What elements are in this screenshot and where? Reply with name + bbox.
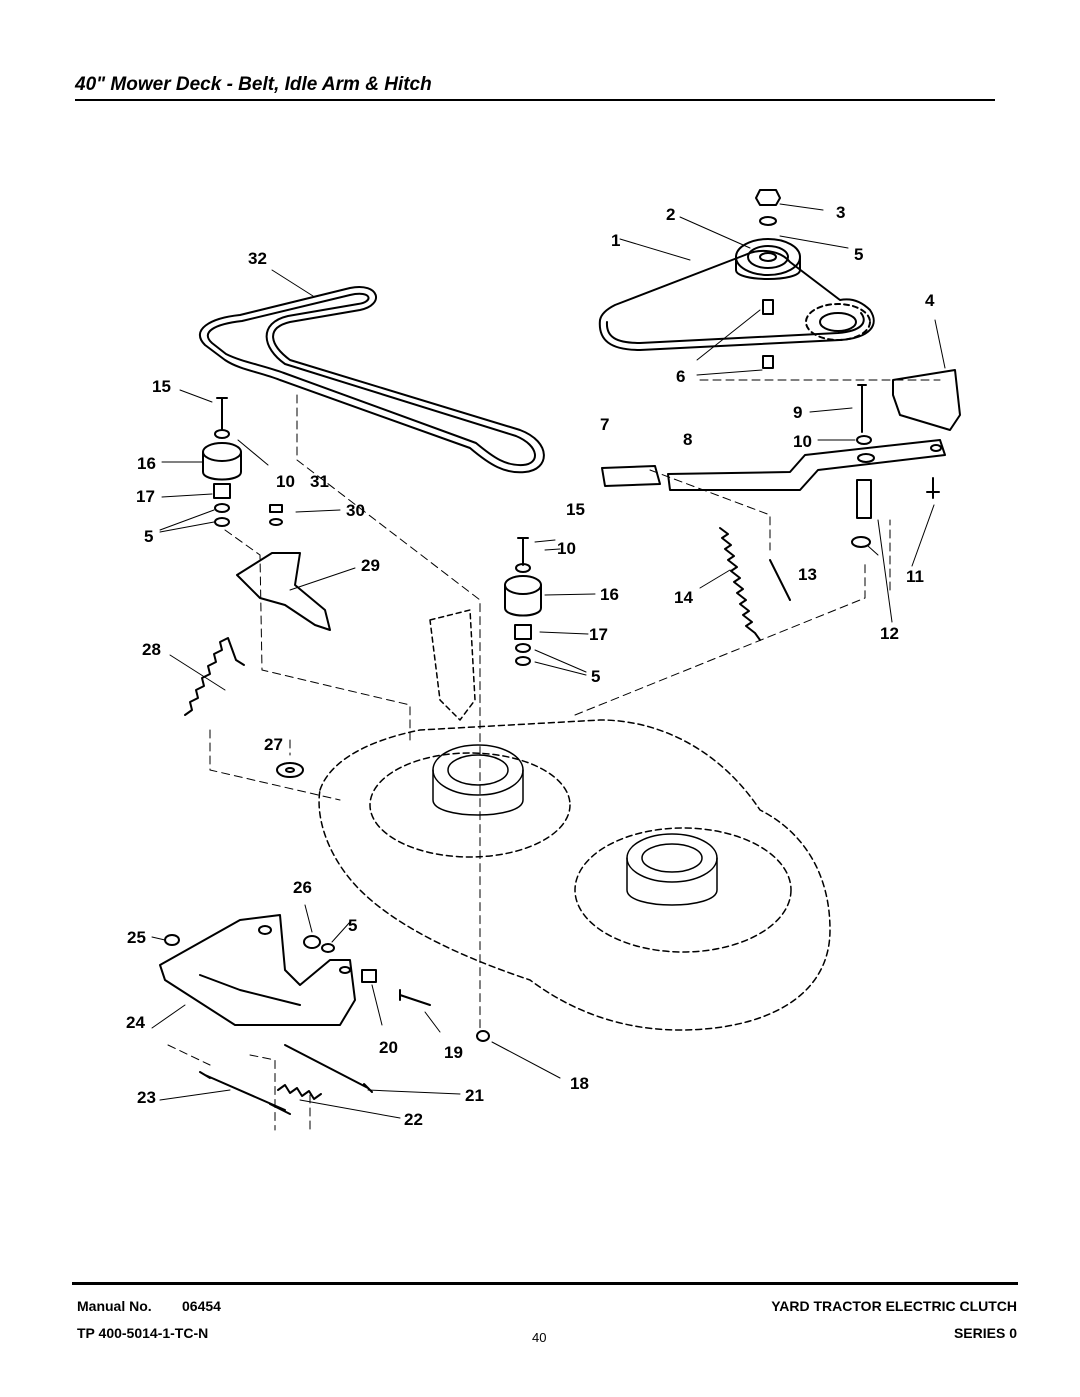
callout-27: 27: [264, 735, 283, 754]
washers-5-left: [214, 503, 230, 527]
mower-deck: [318, 719, 831, 1031]
callout-9: 9: [793, 403, 802, 422]
callout-25: 25: [127, 928, 146, 947]
callout-5-center: 5: [591, 667, 600, 686]
callout-1: 1: [611, 231, 620, 250]
callout-5-top: 5: [854, 245, 863, 264]
callout-15-left: 15: [152, 377, 171, 396]
callout-30: 30: [346, 501, 365, 520]
washer-30: [269, 518, 283, 526]
series-label: SERIES 0: [953, 1325, 1017, 1341]
callout-28: 28: [142, 640, 161, 659]
callout-8: 8: [683, 430, 692, 449]
callout-29: 29: [361, 556, 380, 575]
pulley-16-center: [504, 575, 542, 617]
washer-10-right: [856, 435, 872, 445]
callout-31: 31: [310, 472, 329, 491]
callout-4: 4: [925, 291, 935, 310]
manual-number: 06454: [182, 1298, 221, 1314]
callout-22: 22: [404, 1110, 423, 1129]
callout-10-right: 10: [793, 432, 812, 451]
washer-10-center: [515, 563, 531, 573]
callout-6: 6: [676, 367, 685, 386]
spacer-17-center: [514, 624, 532, 640]
callout-14: 14: [674, 588, 693, 607]
tp-code: TP 400-5014-1-TC-N: [77, 1325, 209, 1341]
callout-19: 19: [444, 1043, 463, 1062]
spindle-left: [432, 744, 524, 816]
callout-32: 32: [248, 249, 267, 268]
bracket-4: [892, 369, 961, 431]
callout-7: 7: [600, 415, 609, 434]
spacer-12: [856, 479, 872, 519]
hitch-24: [159, 914, 356, 1026]
callout-16-center: 16: [600, 585, 619, 604]
callout-labels: 1 2 3 4 5 5 5 5 6 7 8 9 10 10 10 11 12 1…: [126, 203, 935, 1129]
washer-27: [276, 762, 304, 778]
bracket-29: [236, 552, 331, 631]
callout-13: 13: [798, 565, 817, 584]
washer-5-hitch: [321, 943, 335, 953]
callout-23: 23: [137, 1088, 156, 1107]
callout-16-left: 16: [137, 454, 156, 473]
callout-26: 26: [293, 878, 312, 897]
idler-arm-8: [667, 439, 946, 491]
spring-28: [184, 637, 245, 716]
rod-21: [284, 1044, 373, 1093]
manual-label: Manual No.: [77, 1298, 152, 1314]
bolt-15-center: [517, 537, 529, 566]
link-23: [199, 1071, 291, 1115]
title-rule: [75, 99, 995, 101]
page-number: 40: [532, 1330, 547, 1345]
callout-17-center: 17: [589, 625, 608, 644]
nut-25: [164, 934, 180, 946]
nut-18: [476, 1030, 490, 1042]
product-title: YARD TRACTOR ELECTRIC CLUTCH: [771, 1298, 1017, 1314]
belt-1: [598, 249, 875, 351]
callout-15-center: 15: [566, 500, 585, 519]
spindle-right: [626, 833, 718, 906]
callout-24: 24: [126, 1013, 145, 1032]
bolt-15-left: [216, 397, 228, 431]
belt-32: [198, 286, 545, 474]
dashed-guides: [167, 379, 941, 1131]
sleeve-7: [601, 465, 661, 487]
bolt-31: [269, 504, 283, 513]
callout-17-left: 17: [136, 487, 155, 506]
spring-22: [277, 1084, 322, 1100]
callout-21: 21: [465, 1086, 484, 1105]
callout-11: 11: [906, 567, 924, 586]
leader-lines: [151, 203, 946, 1119]
pulley-16-left: [202, 442, 242, 481]
spacer-6: [762, 299, 774, 369]
callout-5-hitch: 5: [348, 916, 357, 935]
bolt-9: [857, 384, 867, 433]
callout-10-left: 10: [276, 472, 295, 491]
nut-26: [303, 935, 321, 949]
callout-5-left: 5: [144, 527, 153, 546]
callout-12: 12: [880, 624, 899, 643]
washer-5-top: [759, 216, 777, 226]
washer-13: [851, 536, 871, 548]
bolt-11: [926, 477, 940, 499]
callout-3: 3: [836, 203, 845, 222]
nut-3: [755, 189, 781, 206]
callout-2: 2: [666, 205, 675, 224]
footer-rule: [72, 1282, 1018, 1285]
spacer-17-left: [213, 483, 231, 499]
page-title: 40" Mower Deck - Belt, Idle Arm & Hitch: [75, 74, 432, 95]
callout-10-center: 10: [557, 539, 576, 558]
washers-5-center: [515, 643, 531, 666]
washer-10-left: [214, 429, 230, 439]
callout-18: 18: [570, 1074, 589, 1093]
spacer-20: [361, 969, 377, 983]
pulley-4: [805, 303, 871, 341]
bolt-19: [399, 989, 431, 1006]
deck-bracket: [429, 609, 476, 721]
spring-14: [719, 527, 791, 641]
callout-20: 20: [379, 1038, 398, 1057]
pulley-2: [735, 238, 801, 280]
